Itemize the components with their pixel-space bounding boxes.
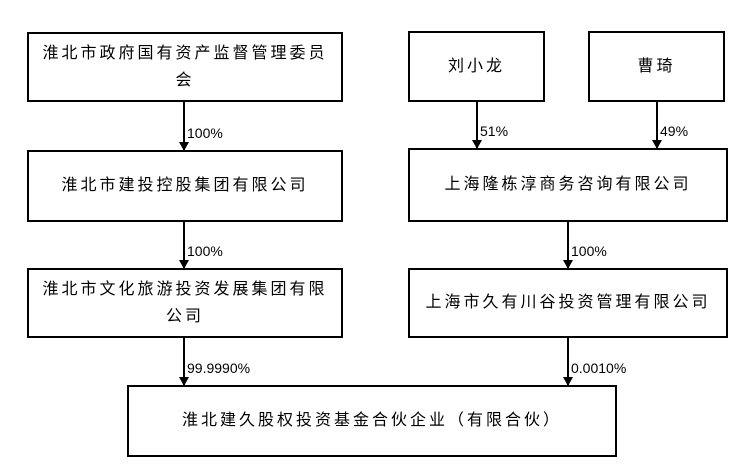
arrow-down-icon [563,260,573,269]
arrow-down-icon [179,260,189,269]
edge-jiuyou-fund: 0.0010% [563,338,626,386]
connector-line [567,338,569,385]
ownership-percentage: 49% [660,123,689,139]
edge-jiantou-wenlv: 100% [179,222,223,269]
ownership-percentage: 100% [187,243,223,259]
ownership-percentage: 100% [187,125,223,141]
node-gov: 淮北市政府国有资产监督管理委员会 [27,32,343,102]
node-culture-tourism-group: 淮北市文化旅游投资发展集团有限公司 [27,268,343,338]
node-liu-xiaolong: 刘小龙 [408,31,545,102]
edge-liu-longdongchun: 51% [472,102,508,149]
connector-line [567,222,569,268]
node-jiantou-holding: 淮北市建投控股集团有限公司 [27,150,343,222]
arrow-down-icon [563,377,573,386]
connector-line [656,102,658,148]
node-cao-qi: 曹琦 [588,31,725,102]
ownership-percentage: 51% [480,123,509,139]
ownership-percentage: 0.0010% [571,360,627,376]
edge-longdongchun-jiuyou: 100% [563,222,607,269]
ownership-percentage: 100% [571,243,607,259]
edge-gov-jiantou: 100% [179,102,223,151]
arrow-down-icon [472,140,482,149]
arrow-down-icon [179,377,189,386]
edge-wenlv-fund: 99.9990% [179,338,250,386]
arrow-down-icon [179,142,189,151]
arrow-down-icon [652,140,662,149]
node-jiuyou-chuangu: 上海市久有川谷投资管理有限公司 [408,268,728,338]
ownership-percentage: 99.9990% [187,360,251,376]
connector-line [183,338,185,385]
edge-cao-longdongchun: 49% [652,102,688,149]
connector-line [476,102,478,148]
node-fund-partnership: 淮北建久股权投资基金合伙企业（有限合伙） [127,385,617,457]
connector-line [183,222,185,268]
node-longdongchun: 上海隆栋淳商务咨询有限公司 [408,148,728,222]
connector-line [183,102,185,150]
